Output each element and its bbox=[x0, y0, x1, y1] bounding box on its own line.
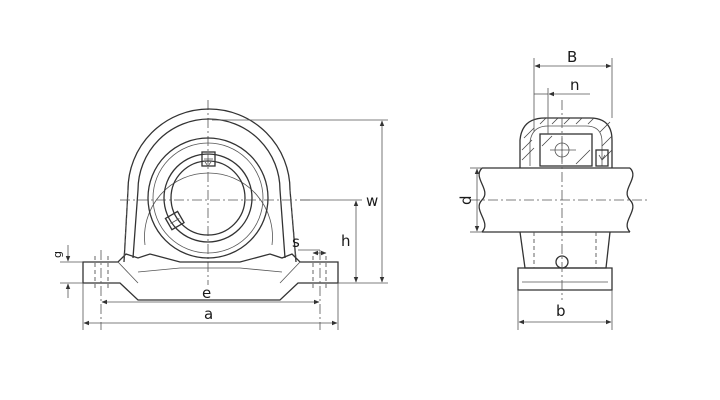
bearing-section bbox=[539, 133, 593, 167]
dim-a-label: a bbox=[204, 305, 213, 323]
set-screw-lower-left bbox=[164, 210, 185, 231]
base-rib-right bbox=[279, 261, 301, 284]
housing-hidden-right bbox=[289, 189, 297, 259]
set-screw-top bbox=[201, 151, 216, 167]
housing-outer-contour bbox=[123, 108, 297, 263]
dim-d-label: d bbox=[457, 195, 475, 205]
dim-n-label: n bbox=[570, 76, 580, 94]
dim-B-label: B bbox=[567, 48, 577, 66]
dim-g-label: g bbox=[51, 251, 64, 258]
pedestal-body bbox=[519, 231, 611, 269]
housing-ring-1 bbox=[144, 172, 273, 246]
shaft-left-break bbox=[478, 167, 486, 233]
housing-cap bbox=[519, 117, 613, 168]
side-set-screw bbox=[595, 149, 609, 167]
bearing-inner-ring bbox=[163, 153, 253, 243]
housing-inner-contour bbox=[132, 118, 286, 259]
dim-e-label: e bbox=[202, 284, 211, 302]
pedestal-foot bbox=[517, 267, 613, 291]
base-rib-left bbox=[117, 261, 139, 284]
side-view: B n d b bbox=[457, 48, 650, 330]
shaft-outline bbox=[482, 167, 630, 233]
front-view: w h s g e a bbox=[51, 100, 388, 330]
dim-h-label: h bbox=[341, 232, 351, 250]
bearing-inner-ring-groove bbox=[152, 142, 264, 254]
dim-b-label: b bbox=[556, 302, 566, 320]
dim-s-label: s bbox=[292, 233, 300, 251]
shaft-bore bbox=[170, 160, 246, 236]
housing-hidden-left bbox=[123, 189, 129, 259]
section-hatching bbox=[521, 117, 613, 165]
bearing-outer-ring bbox=[147, 137, 269, 259]
base-inner-line bbox=[137, 267, 283, 273]
dim-w-label: w bbox=[366, 192, 378, 210]
shaft-right-break bbox=[626, 167, 634, 233]
housing-cap-inner bbox=[529, 125, 603, 166]
